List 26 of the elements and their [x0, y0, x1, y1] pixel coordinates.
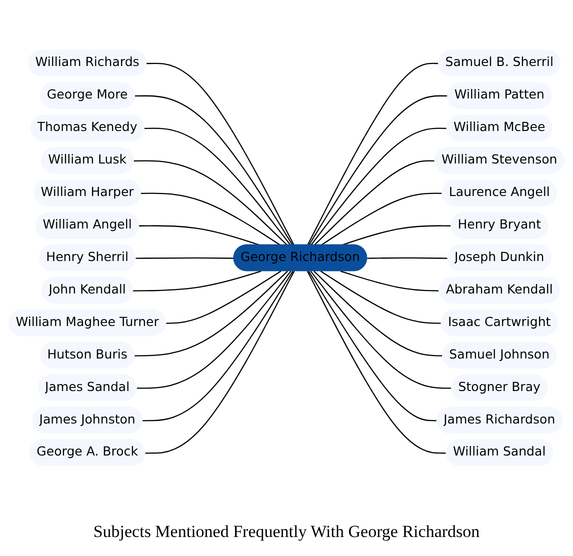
connector — [134, 96, 294, 246]
connector — [134, 270, 288, 357]
connector — [314, 270, 444, 357]
connector — [166, 270, 282, 324]
connector — [146, 63, 295, 246]
connector — [367, 258, 448, 260]
connector — [145, 271, 295, 454]
connector — [142, 271, 294, 422]
connector — [306, 63, 440, 246]
diagram-title: Subjects Mentioned Frequently With George Richardson — [92, 522, 481, 542]
connector — [320, 192, 443, 246]
connector — [310, 271, 452, 390]
connector — [306, 271, 448, 454]
connector — [340, 270, 440, 292]
connector — [340, 225, 452, 246]
connector — [308, 96, 448, 246]
connector — [141, 192, 282, 246]
connector — [144, 128, 292, 246]
connector — [308, 271, 438, 422]
connector — [134, 160, 288, 246]
connector — [310, 128, 448, 246]
connector — [314, 160, 436, 246]
connector — [136, 258, 234, 260]
connector — [320, 270, 442, 324]
connector — [133, 270, 262, 292]
connector — [136, 271, 292, 390]
